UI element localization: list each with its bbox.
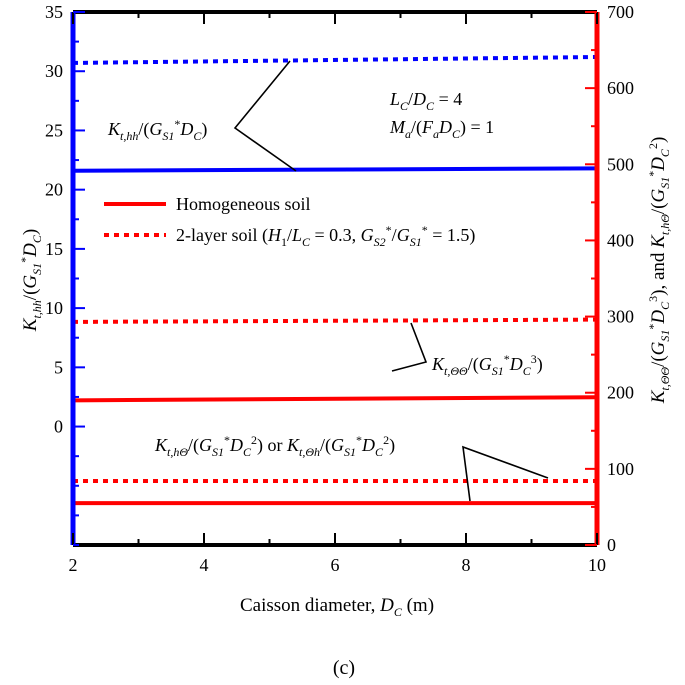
y-left-tick-label: 20 <box>45 180 63 200</box>
y-right-tick-label: 600 <box>607 78 634 98</box>
y-right-tick-label: 100 <box>607 459 634 479</box>
y-left-tick-label: 35 <box>45 2 63 22</box>
y-left-tick-label: 5 <box>54 357 63 377</box>
y-left-tick-label: 10 <box>45 298 63 318</box>
x-tick-label: 6 <box>331 555 340 575</box>
y-right-tick-label: 400 <box>607 230 634 250</box>
axes-group <box>70 10 600 547</box>
series-line-1 <box>72 55 598 65</box>
x-tick-label: 8 <box>462 555 471 575</box>
y-right-tick-label: 500 <box>607 154 634 174</box>
legend-label-homogeneous: Homogeneous soil <box>176 194 311 214</box>
y-right-tick-label: 0 <box>607 535 616 555</box>
series-line-0 <box>72 166 598 173</box>
x-tick-label: 10 <box>588 555 606 575</box>
leader-kttt <box>391 322 428 372</box>
legend: Homogeneous soil 2-layer soil (H1/LC = 0… <box>104 194 475 249</box>
y-axis-left-title: Kt,hh/(GS1*DC) <box>18 229 44 332</box>
y-right-tick-label: 300 <box>607 307 634 327</box>
annotation-ma-fadc: Ma/(FaDC) = 1 <box>389 117 494 141</box>
series-group <box>72 55 598 506</box>
y-right-tick-label: 200 <box>607 383 634 403</box>
annotation-kttt-label: Kt,ΘΘ/(GS1*DC3) <box>431 352 543 378</box>
legend-label-2layer: 2-layer soil (H1/LC = 0.3, GS2*/GS1* = 1… <box>176 223 475 249</box>
leader-kthh <box>233 60 297 172</box>
y-right-tick-label: 700 <box>607 2 634 22</box>
y-axis-right-title: Kt,ΘΘ/(GS1*DC3), and Kt,hΘ/(GS1*DC2) <box>646 137 672 405</box>
x-tick-label: 2 <box>69 555 78 575</box>
y-left-tick-label: 15 <box>45 239 63 259</box>
x-tick-label: 4 <box>200 555 209 575</box>
annotation-kthh-label: Kt,hh/(GS1*DC) <box>107 117 207 143</box>
series-line-3 <box>72 317 598 324</box>
series-line-2 <box>72 395 598 403</box>
annotation-lc-dc: LC/DC = 4 <box>389 89 462 113</box>
leader-ktht <box>462 445 549 502</box>
y-left-tick-label: 0 <box>54 417 63 437</box>
y-left-tick-label: 30 <box>45 61 63 81</box>
y-left-tick-label: 25 <box>45 120 63 140</box>
x-axis-title: Caisson diameter, DC (m) <box>240 595 434 619</box>
annotation-ktht-label: Kt,hΘ/(GS1*DC2) or Kt,Θh/(GS1*DC2) <box>154 433 395 459</box>
figure-caption: (c) <box>333 657 355 679</box>
